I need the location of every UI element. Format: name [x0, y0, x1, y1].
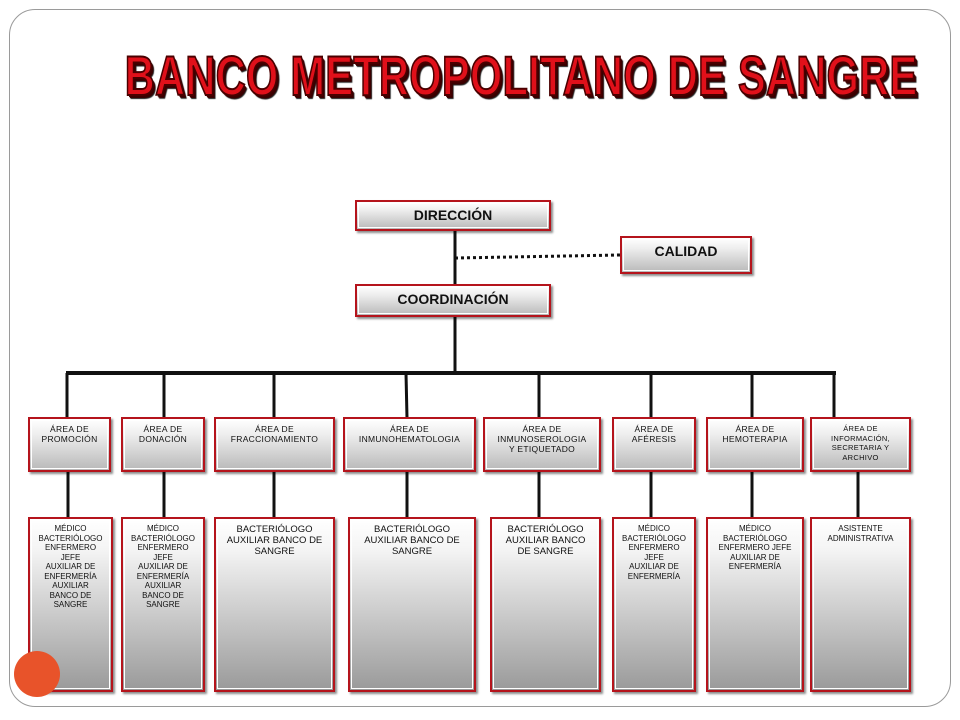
- area-inmunoserologia-box: ÁREA DE INMUNOSEROLOGIA Y ETIQUETADO: [483, 417, 601, 472]
- staff-label: BACTERIÓLOGO AUXILIAR BANCO DE SANGRE: [505, 524, 586, 557]
- area-label: ÁREA DE INMUNOSEROLOGIA Y ETIQUETADO: [497, 424, 587, 454]
- calidad-box: CALIDAD: [620, 236, 752, 274]
- coordinacion-box: COORDINACIÓN: [355, 284, 551, 317]
- staff-aferesis-box: MÉDICO BACTERIÓLOGO ENFERMERO JEFE AUXIL…: [612, 517, 696, 692]
- staff-fraccionamiento-box: BACTERIÓLOGO AUXILIAR BANCO DE SANGRE: [214, 517, 335, 692]
- staff-label: MÉDICO BACTERIÓLOGO ENFERMERO JEFE AUXIL…: [621, 524, 686, 581]
- decorative-circle: [14, 651, 60, 697]
- coordinacion-label: COORDINACIÓN: [397, 291, 509, 307]
- staff-label: MÉDICO BACTERIÓLOGO ENFERMERO JEFE AUXIL…: [38, 524, 103, 609]
- area-informacion-box: ÁREA DE INFORMACIÓN, SECRETARIA Y ARCHIV…: [810, 417, 911, 472]
- area-label: ÁREA DE INFORMACIÓN, SECRETARIA Y ARCHIV…: [830, 424, 890, 462]
- area-label: ÁREA DE FRACCIONAMIENTO: [230, 424, 319, 444]
- calidad-label: CALIDAD: [654, 243, 718, 259]
- area-fraccionamiento-box: ÁREA DE FRACCIONAMIENTO: [214, 417, 335, 472]
- staff-label: BACTERIÓLOGO AUXILIAR BANCO DE SANGRE: [226, 524, 323, 557]
- area-label: ÁREA DE PROMOCIÓN: [41, 424, 98, 444]
- area-label: ÁREA DE AFÉRESIS: [631, 424, 677, 444]
- area-inmunohematologia-box: ÁREA DE INMUNOHEMATOLOGIA: [343, 417, 476, 472]
- staff-label: BACTERIÓLOGO AUXILIAR BANCO DE SANGRE: [364, 524, 460, 557]
- staff-label: MÉDICO BACTERIÓLOGO ENFERMERO JEFE AUXIL…: [718, 524, 792, 571]
- chart-title: BANCO METROPOLITANO DE SANGRE: [124, 43, 918, 108]
- staff-hemoterapia-box: MÉDICO BACTERIÓLOGO ENFERMERO JEFE AUXIL…: [706, 517, 804, 692]
- staff-inmunoserologia-box: BACTERIÓLOGO AUXILIAR BANCO DE SANGRE: [490, 517, 601, 692]
- staff-informacion-box: ASISTENTE ADMINISTRATIVA: [810, 517, 911, 692]
- line-calidad-dotted: [454, 253, 621, 260]
- staff-label: ASISTENTE ADMINISTRATIVA: [827, 524, 894, 543]
- direccion-box: DIRECCIÓN: [355, 200, 551, 231]
- direccion-label: DIRECCIÓN: [413, 207, 493, 223]
- area-label: ÁREA DE INMUNOHEMATOLOGIA: [358, 424, 461, 444]
- staff-donacion-box: MÉDICO BACTERIÓLOGO ENFERMERO JEFE AUXIL…: [121, 517, 205, 692]
- area-label: ÁREA DE DONACIÓN: [138, 424, 188, 444]
- line-drop-4: [404, 372, 409, 419]
- area-hemoterapia-box: ÁREA DE HEMOTERAPIA: [706, 417, 804, 472]
- area-aferesis-box: ÁREA DE AFÉRESIS: [612, 417, 696, 472]
- area-label: ÁREA DE HEMOTERAPIA: [722, 424, 788, 444]
- staff-label: MÉDICO BACTERIÓLOGO ENFERMERO JEFE AUXIL…: [130, 524, 195, 609]
- staff-inmunohematologia-box: BACTERIÓLOGO AUXILIAR BANCO DE SANGRE: [348, 517, 476, 692]
- area-promocion-box: ÁREA DE PROMOCIÓN: [28, 417, 111, 472]
- area-donacion-box: ÁREA DE DONACIÓN: [121, 417, 205, 472]
